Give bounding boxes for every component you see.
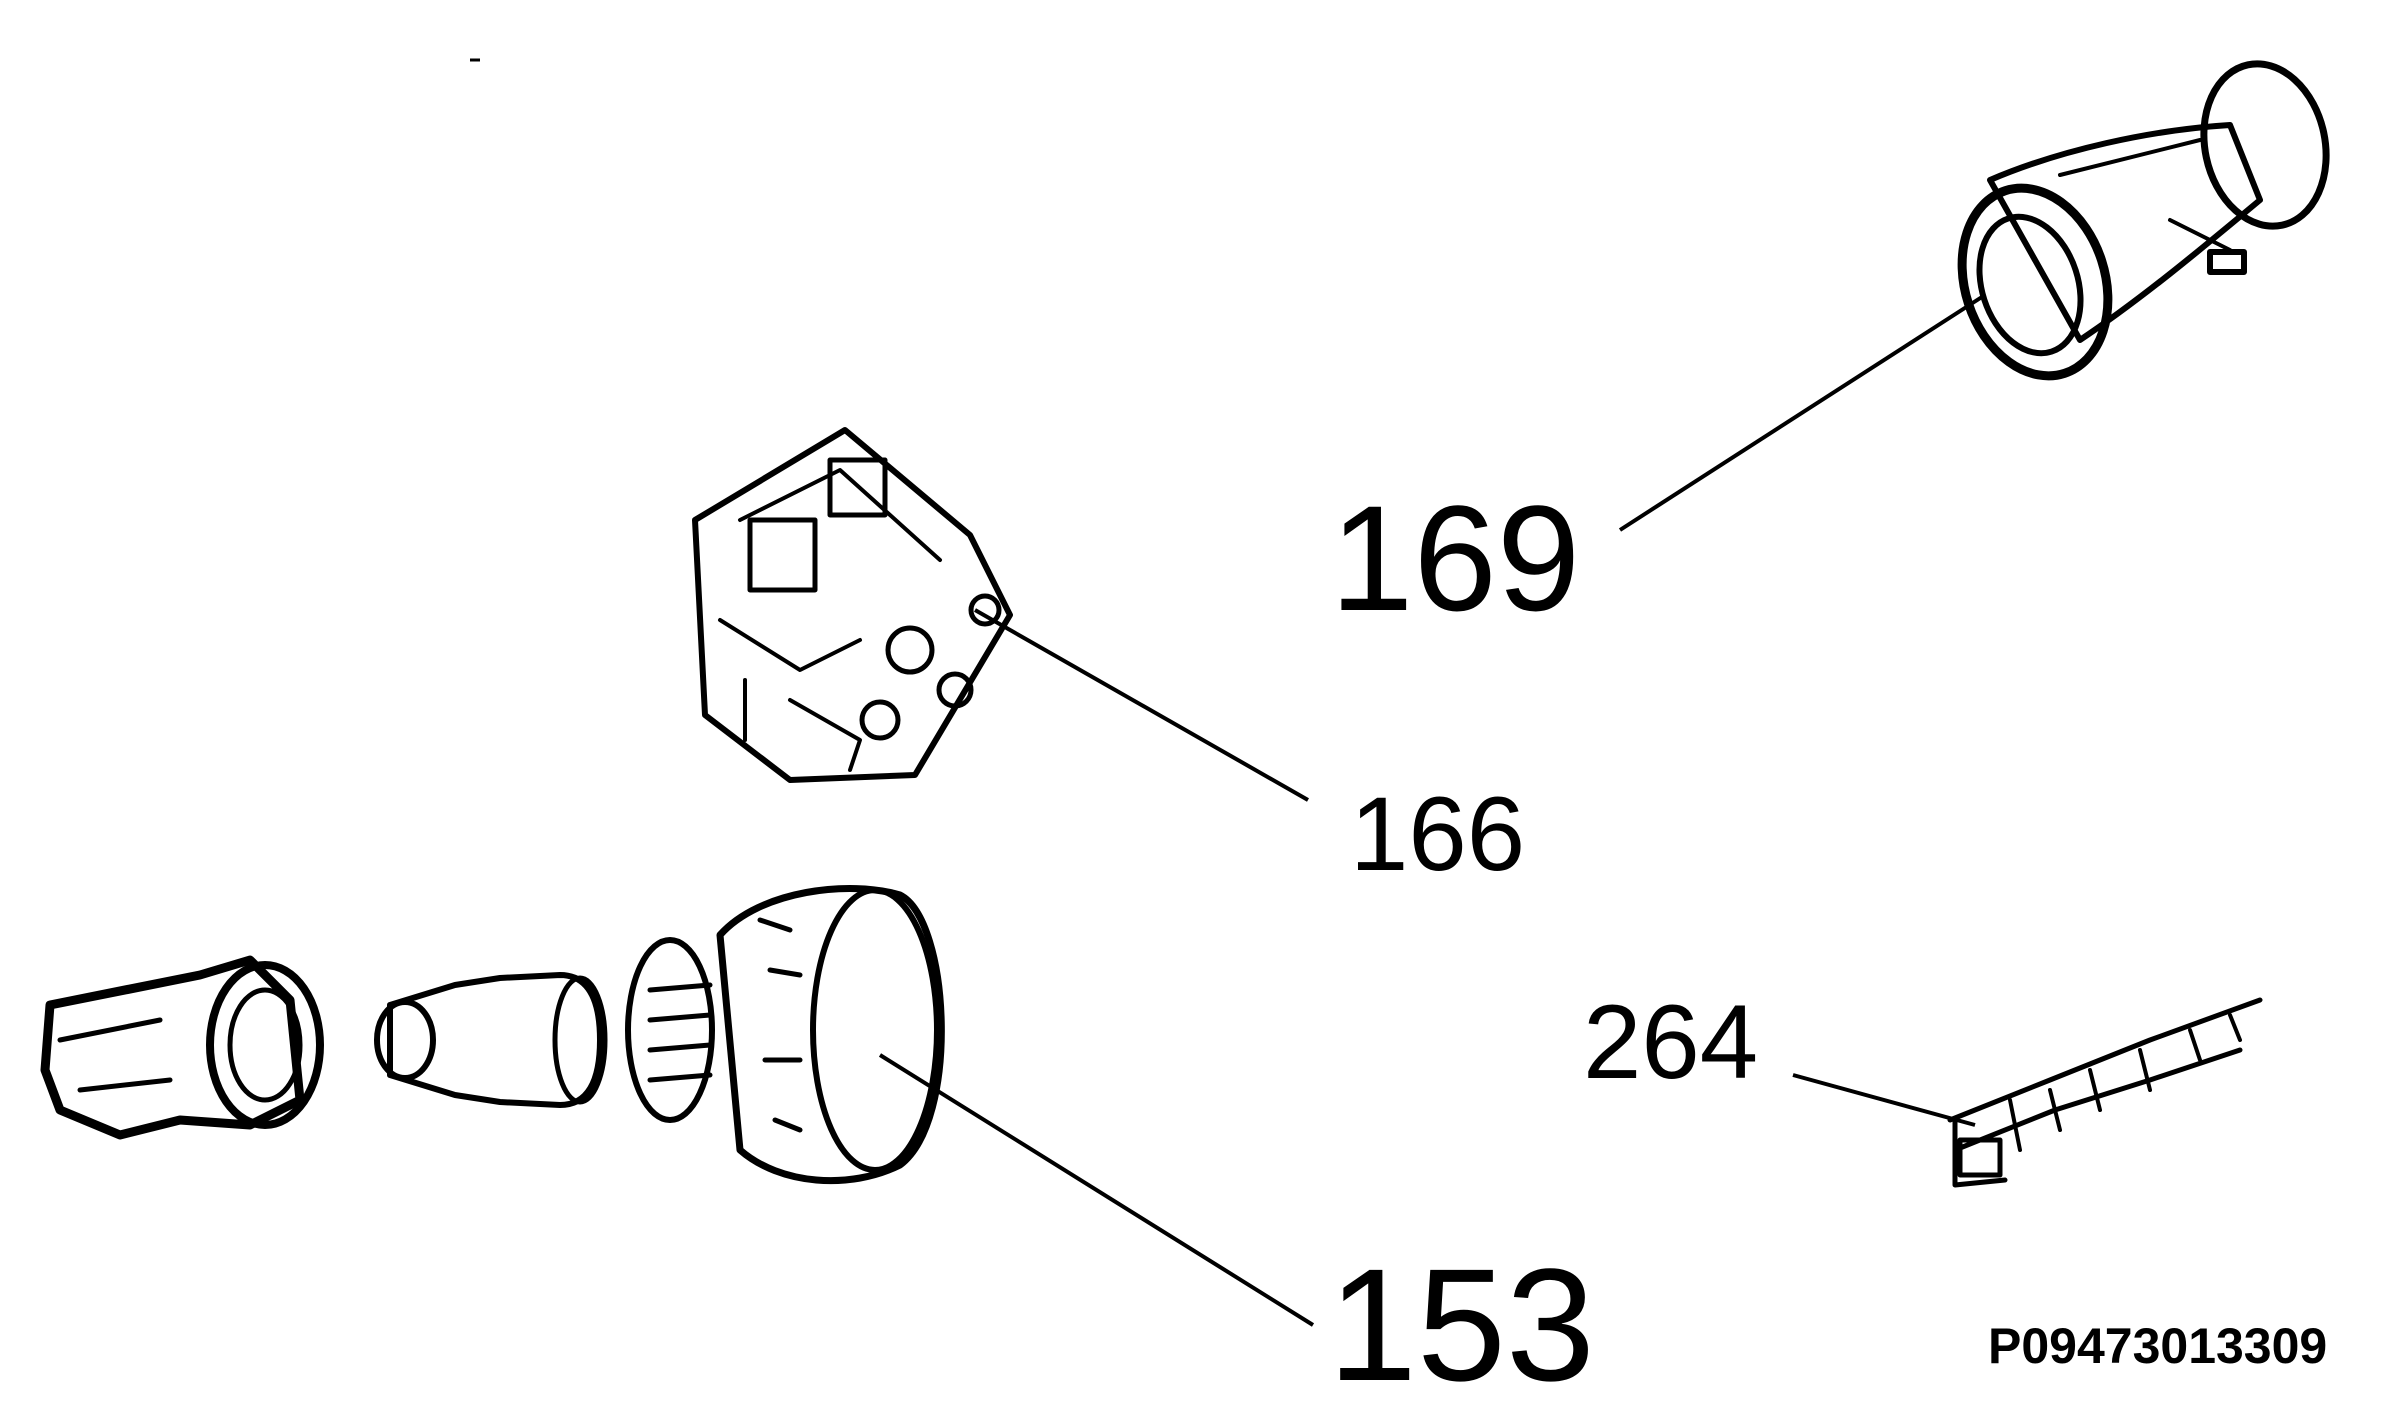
callout-264: 264 <box>1583 984 1758 1101</box>
leader-line-169 <box>1618 293 1987 532</box>
small-connector-icon[interactable] <box>1947 997 2263 1188</box>
part-code: P09473013309 <box>1988 1318 2327 1374</box>
knob-shaft-icon[interactable] <box>1939 52 2341 395</box>
leader-line-153 <box>878 1053 1315 1327</box>
leader-line-264 <box>1792 1073 1976 1127</box>
switch-block-icon[interactable] <box>692 427 1013 783</box>
callout-169: 169 <box>1330 474 1580 642</box>
knob-assembly-icon[interactable] <box>40 885 945 1185</box>
callout-166: 166 <box>1350 776 1525 893</box>
callout-153: 153 <box>1328 1235 1595 1411</box>
leader-line-166 <box>974 608 1309 802</box>
